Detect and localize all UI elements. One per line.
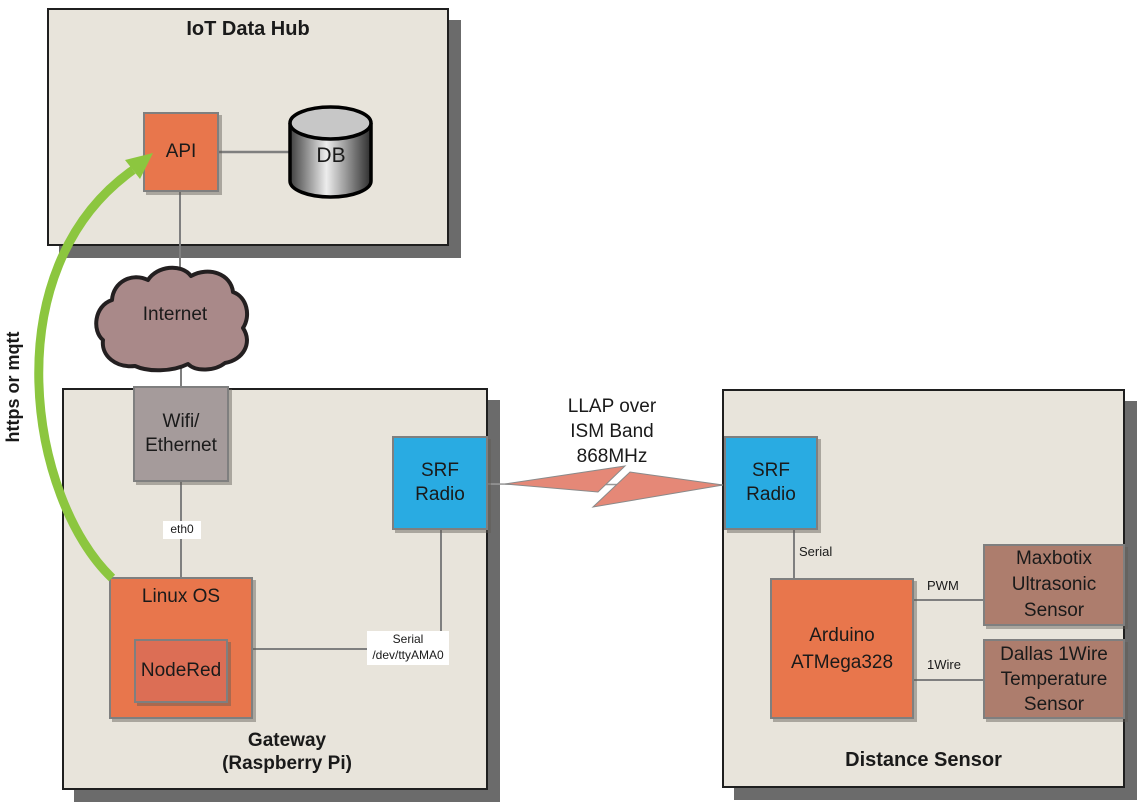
internet-cloud (94, 265, 250, 373)
wifi-ethernet-box: Wifi/ Ethernet (133, 386, 229, 482)
nodered-label: NodeRed (140, 660, 222, 681)
db-cylinder-top (288, 105, 373, 141)
api-label: API (165, 141, 197, 162)
lightning-bolt-left (504, 465, 627, 493)
db-label: DB (316, 144, 346, 167)
srf-line1: SRF (421, 460, 459, 481)
radio-link-line1: LLAP over (567, 396, 657, 417)
maxbotix-label: Maxbotix Ultrasonic Sensor (1011, 548, 1097, 621)
maxbotix-sensor-box: Maxbotix Ultrasonic Sensor (983, 544, 1125, 626)
linux-os-label: Linux OS (141, 586, 221, 607)
pwm-label: PWM (927, 578, 959, 593)
onewire-label: 1Wire (927, 657, 961, 672)
lightning-bolt-right (591, 471, 724, 508)
iot-data-hub-panel (47, 8, 449, 246)
gateway-title: Gateway (Raspberry Pi) (187, 729, 387, 775)
hub-title: IoT Data Hub (186, 18, 310, 40)
db-cylinder-body (288, 123, 373, 199)
arduino-label: Arduino ATMega328 (790, 624, 894, 673)
radio-link-line2: ISM Band (570, 421, 654, 442)
internet-label: Internet (142, 304, 208, 325)
wifi-ethernet-label: Wifi/ Ethernet (145, 411, 217, 456)
arduino-box: Arduino ATMega328 (770, 578, 914, 719)
sensor-serial-label: Serial (799, 544, 833, 559)
srf-line2: Radio (746, 484, 796, 505)
srf-line2: Radio (415, 484, 465, 505)
serial-label-line2: /dev/ttyAMA0 (372, 648, 444, 662)
srf-radio-gateway-label: SRF Radio (415, 459, 465, 507)
gateway-title-line1: Gateway (247, 730, 327, 751)
eth0-label: eth0 (163, 521, 201, 539)
sensor-title: Distance Sensor (845, 749, 1002, 771)
dallas-label: Dallas 1Wire Temperature Sensor (1000, 643, 1108, 715)
srf-radio-sensor-label: SRF Radio (746, 459, 796, 507)
srf-radio-box-sensor: SRF Radio (724, 436, 818, 530)
serial-label-line1: Serial (392, 632, 424, 646)
srf-radio-box-gateway: SRF Radio (392, 436, 488, 530)
api-box: API (143, 112, 219, 192)
nodered-box: NodeRed (134, 639, 228, 703)
gateway-title-line2: (Raspberry Pi) (222, 753, 352, 774)
https-mqtt-label: https or mqtt (3, 331, 23, 443)
https-mqtt-arrow (34, 166, 136, 582)
radio-link-line3: 868MHz (576, 446, 648, 467)
dallas-sensor-box: Dallas 1Wire Temperature Sensor (983, 639, 1125, 719)
https-mqtt-arrowhead (125, 153, 153, 179)
srf-line1: SRF (752, 460, 790, 481)
serial-dev-label: Serial /dev/ttyAMA0 (367, 631, 449, 665)
radio-link-label: LLAP over ISM Band 868MHz (556, 394, 668, 469)
